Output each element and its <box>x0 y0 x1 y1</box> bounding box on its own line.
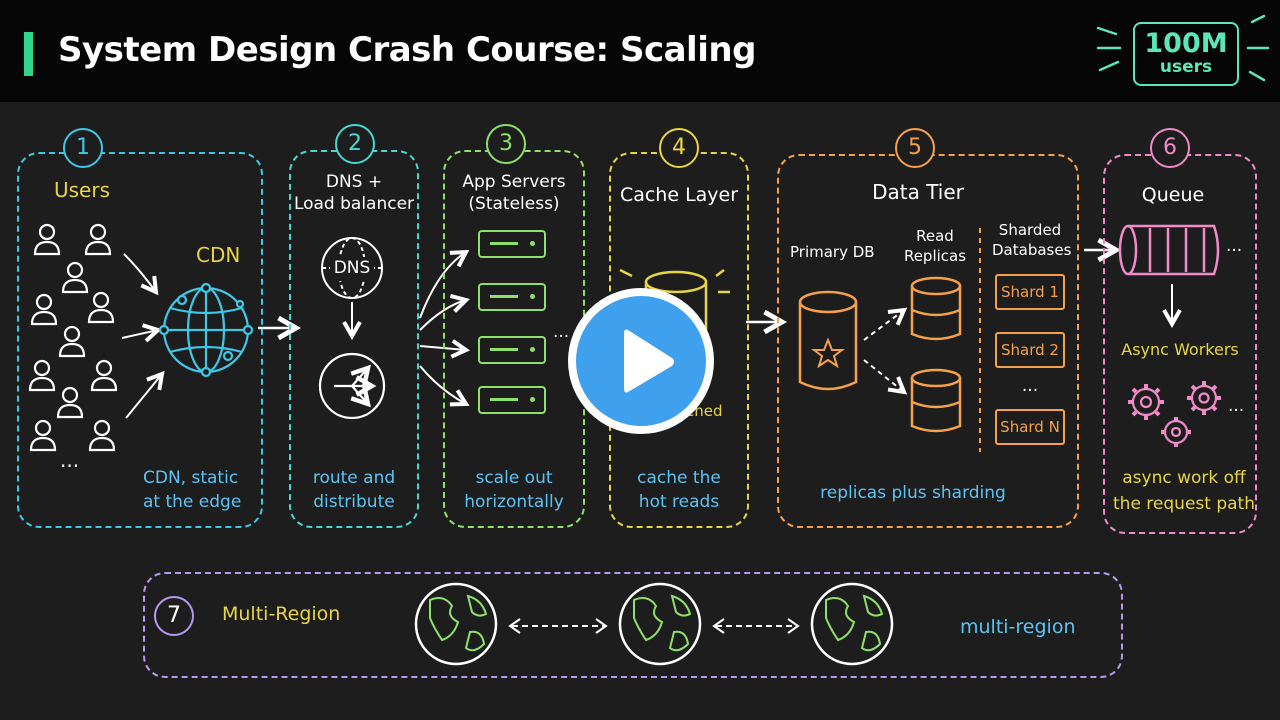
badge-count: 100M <box>1144 28 1228 59</box>
gear-icon <box>1187 381 1221 415</box>
panel-users <box>17 152 263 528</box>
users-badge: 100M users <box>1133 22 1239 86</box>
panel-title-app-1: App Servers <box>462 172 566 192</box>
panel-caption-queue-2: the request path <box>1113 494 1255 514</box>
title-accent-bar <box>24 32 33 76</box>
step-number-4: 4 <box>659 128 699 168</box>
servers-ellipsis: ... <box>553 322 570 342</box>
panel-caption-data: replicas plus sharding <box>820 483 1006 503</box>
play-icon <box>624 329 674 393</box>
play-button-fill[interactable] <box>576 296 706 426</box>
sharded-label-2: Databases <box>992 241 1072 259</box>
panel-title-app-2: (Stateless) <box>468 194 560 214</box>
async-workers-label: Async Workers <box>1121 340 1239 359</box>
replicas-label-1: Read <box>916 227 954 245</box>
earth-globe-icon <box>414 582 498 666</box>
step-number-2: 2 <box>335 124 375 164</box>
page-title: System Design Crash Course: Scaling <box>58 30 756 70</box>
panel-title-dns-2: Load balancer <box>293 194 415 214</box>
panel-caption-dns-1: route and <box>312 468 396 488</box>
panel-caption-app-1: scale out <box>475 468 553 488</box>
step-number-6: 6 <box>1150 128 1190 168</box>
server-icon <box>478 336 546 364</box>
queue-ellipsis: ... <box>1226 236 1243 256</box>
badge-burst-icon <box>1096 14 1270 82</box>
globe-network-icon <box>158 282 254 378</box>
gear-icon <box>1128 384 1164 420</box>
shard-box-1: Shard 1 <box>995 274 1065 310</box>
server-icon <box>478 283 546 311</box>
shard-box-n: Shard N <box>995 409 1065 445</box>
gear-icon <box>1161 417 1191 447</box>
panel-multi-region <box>143 572 1123 678</box>
panel-caption-dns-2: distribute <box>313 492 395 512</box>
panel-caption-users-2: at the edge <box>143 492 242 512</box>
panel-title-region: Multi-Region <box>222 603 341 625</box>
panel-caption-region: multi-region <box>960 616 1076 638</box>
badge-unit: users <box>1159 57 1213 77</box>
panel-caption-cache-2: hot reads <box>638 492 720 512</box>
panel-title-data: Data Tier <box>872 180 964 204</box>
panel-title-queue: Queue <box>1141 184 1205 206</box>
earth-globe-icon <box>810 582 894 666</box>
users-ellipsis: ... <box>60 448 80 472</box>
person-icon <box>28 223 118 452</box>
panel-caption-queue-1: async work off <box>1122 468 1246 488</box>
server-icon <box>478 386 546 414</box>
step-number-7: 7 <box>154 596 194 636</box>
panel-title-users: Users <box>54 178 111 202</box>
panel-caption-app-2: horizontally <box>464 492 564 512</box>
header-bar: System Design Crash Course: Scaling 100M… <box>0 0 1280 102</box>
panel-title-dns-1: DNS + <box>325 172 383 192</box>
cdn-label: CDN <box>196 243 241 267</box>
panel-title-cache: Cache Layer <box>619 184 739 206</box>
workers-ellipsis: ... <box>1228 396 1245 416</box>
load-balancer-icon <box>318 352 386 420</box>
shards-ellipsis: ... <box>1021 376 1039 396</box>
shard-box-2: Shard 2 <box>995 332 1065 368</box>
database-icon <box>910 276 962 341</box>
panel-caption-cache-1: cache the <box>637 468 721 488</box>
database-star-icon <box>798 290 858 391</box>
sharded-label-1: Sharded <box>998 221 1062 239</box>
primary-db-label: Primary DB <box>790 243 875 261</box>
server-icon <box>478 230 546 258</box>
step-number-1: 1 <box>63 128 103 168</box>
panel-caption-users-1: CDN, static <box>143 468 239 488</box>
queue-icon <box>1118 224 1220 276</box>
replicas-label-2: Replicas <box>903 247 967 265</box>
earth-globe-icon <box>618 582 702 666</box>
step-number-5: 5 <box>895 128 935 168</box>
dns-label: DNS <box>333 258 371 278</box>
video-play-button[interactable] <box>568 288 714 434</box>
database-icon <box>910 368 962 433</box>
step-number-3: 3 <box>486 124 526 164</box>
